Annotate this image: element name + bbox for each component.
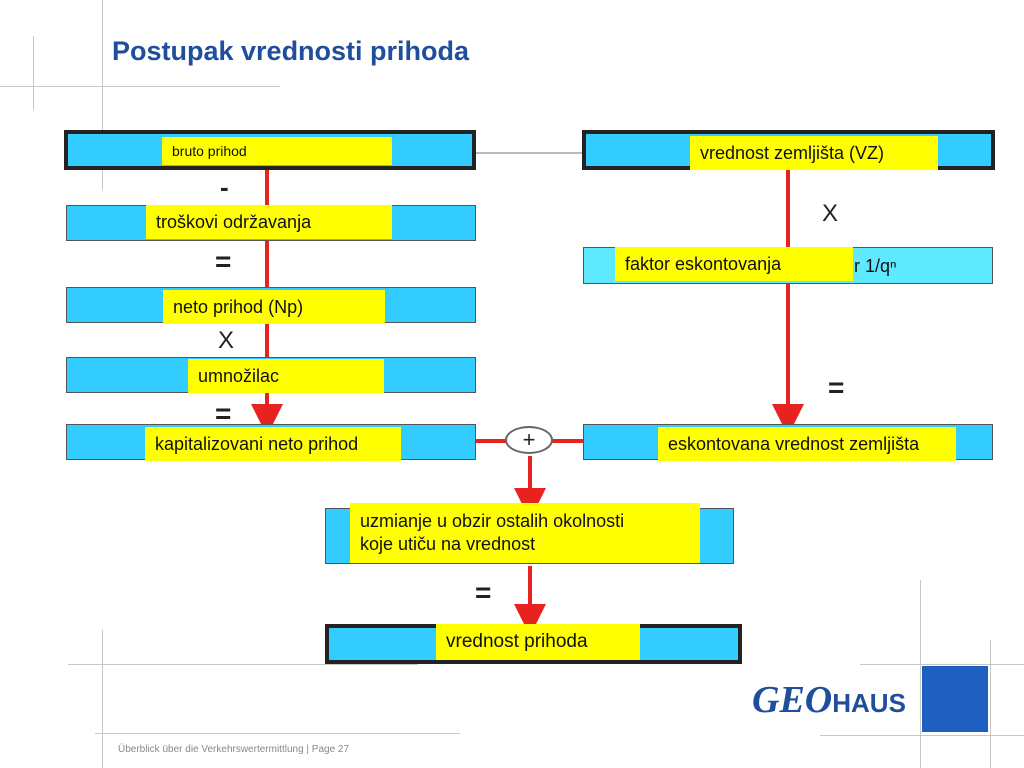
label-uzimanje: uzmianje u obzir ostalih okolnosti koje … <box>350 503 700 563</box>
grid-line <box>920 580 921 768</box>
label-bruto-prihod: bruto prihod <box>162 137 392 165</box>
logo-geo-text: GEO <box>752 679 833 721</box>
label-troskovi-odrzavanja: troškovi održavanja <box>146 205 392 239</box>
label-eskontovana-vrednost: eskontovana vrednost zemljišta <box>658 427 956 461</box>
grid-line <box>68 664 418 665</box>
grid-line <box>102 630 103 768</box>
logo-blue-square <box>922 666 988 732</box>
geohaus-logo: GEOHAUS <box>752 678 906 722</box>
connector-line <box>476 152 586 154</box>
equals-operator-1: = <box>215 246 232 277</box>
grid-line <box>860 664 1024 665</box>
grid-line <box>102 0 103 190</box>
times-operator-left: X <box>218 327 235 354</box>
minus-operator: - <box>220 172 229 202</box>
slide-title: Postupak vrednosti prihoda <box>112 36 470 66</box>
label-uzimanje-line1: uzmianje u obzir ostalih okolnosti <box>360 510 625 531</box>
plus-operator: + <box>522 427 536 452</box>
label-kapitalizovani-neto-prihod: kapitalizovani neto prihod <box>145 427 401 461</box>
grid-line <box>0 86 280 87</box>
label-vrednost-zemljista: vrednost zemljišta (VZ) <box>690 136 938 170</box>
grid-line <box>33 36 34 110</box>
footer-text: Überblick über die Verkehrswertermittlun… <box>118 744 350 755</box>
faktor-formula-text: r 1/qⁿ <box>854 256 897 276</box>
times-operator-right: X <box>822 200 839 227</box>
label-vrednost-prihoda: vrednost prihoda <box>436 624 640 660</box>
label-uzimanje-line2: koje utiču na vrednost <box>360 534 536 554</box>
equals-operator-bottom: = <box>475 577 492 608</box>
label-umnozilac: umnožilac <box>188 359 384 393</box>
equals-operator-right: = <box>828 372 845 403</box>
equals-operator-2: = <box>215 398 232 429</box>
grid-line <box>95 733 460 734</box>
plus-circle: + <box>505 426 553 454</box>
label-faktor-eskontovanja: faktor eskontovanja <box>615 247 853 281</box>
grid-line <box>820 735 1024 736</box>
grid-line <box>990 640 991 768</box>
label-neto-prihod: neto prihod (Np) <box>163 290 385 324</box>
logo-haus-text: HAUS <box>832 688 906 718</box>
